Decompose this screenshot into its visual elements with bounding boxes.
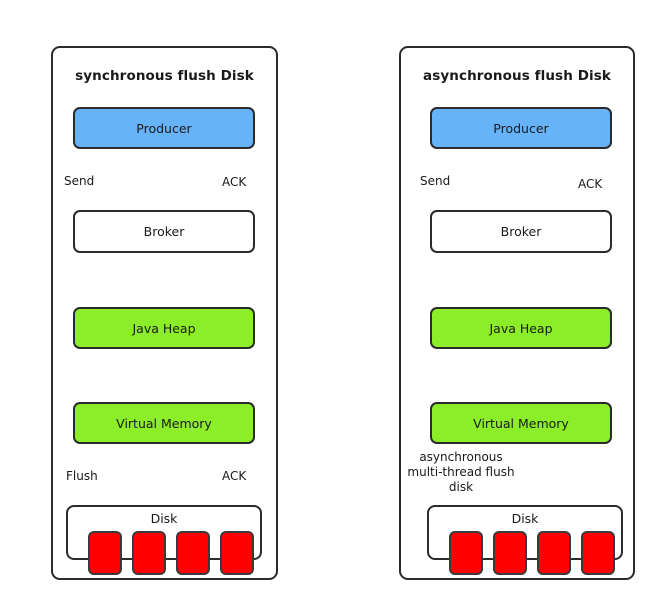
panel-synchronous-title: synchronous flush Disk — [75, 68, 254, 84]
edge-label-ack-top-synchronous: ACK — [222, 175, 247, 189]
disk-cell — [220, 531, 254, 575]
disk-cell — [449, 531, 483, 575]
disk-cell — [537, 531, 571, 575]
node-virtual-memory-asynchronous[interactable]: Virtual Memory — [430, 402, 612, 444]
node-broker-synchronous[interactable]: Broker — [73, 210, 255, 253]
disk-group-asynchronous[interactable]: Disk — [427, 505, 623, 575]
edge-label-flush-synchronous: Flush — [66, 469, 98, 483]
node-label: Broker — [143, 224, 185, 239]
disk-cell — [581, 531, 615, 575]
edge-label-ack-top-asynchronous: ACK — [578, 177, 603, 191]
node-producer-synchronous[interactable]: Producer — [73, 107, 255, 149]
node-label: Producer — [493, 120, 549, 136]
node-virtual-memory-synchronous[interactable]: Virtual Memory — [73, 402, 255, 444]
node-java-heap-asynchronous[interactable]: Java Heap — [430, 307, 612, 349]
node-label: Java Heap — [132, 320, 196, 336]
panel-asynchronous-title: asynchronous flush Disk — [423, 68, 611, 84]
node-label: Java Heap — [489, 320, 553, 336]
node-label: Broker — [500, 224, 542, 239]
edge-label-ack-bottom-synchronous: ACK — [222, 469, 247, 483]
node-java-heap-synchronous[interactable]: Java Heap — [73, 307, 255, 349]
node-producer-asynchronous[interactable]: Producer — [430, 107, 612, 149]
disk-cell — [132, 531, 166, 575]
node-label: Virtual Memory — [116, 415, 212, 431]
disk-cell — [493, 531, 527, 575]
node-label: Producer — [136, 120, 192, 136]
edge-label-async-flush-disk: asynchronous multi-thread flush disk — [407, 450, 515, 494]
node-broker-asynchronous[interactable]: Broker — [430, 210, 612, 253]
disk-label: Disk — [150, 511, 178, 526]
node-label: Virtual Memory — [473, 415, 569, 431]
disk-cell — [88, 531, 122, 575]
edge-label-send-asynchronous: Send — [420, 174, 451, 188]
disk-cell — [176, 531, 210, 575]
disk-group-synchronous[interactable]: Disk — [66, 505, 262, 575]
edge-label-send-synchronous: Send — [64, 174, 95, 188]
disk-label: Disk — [511, 511, 539, 526]
